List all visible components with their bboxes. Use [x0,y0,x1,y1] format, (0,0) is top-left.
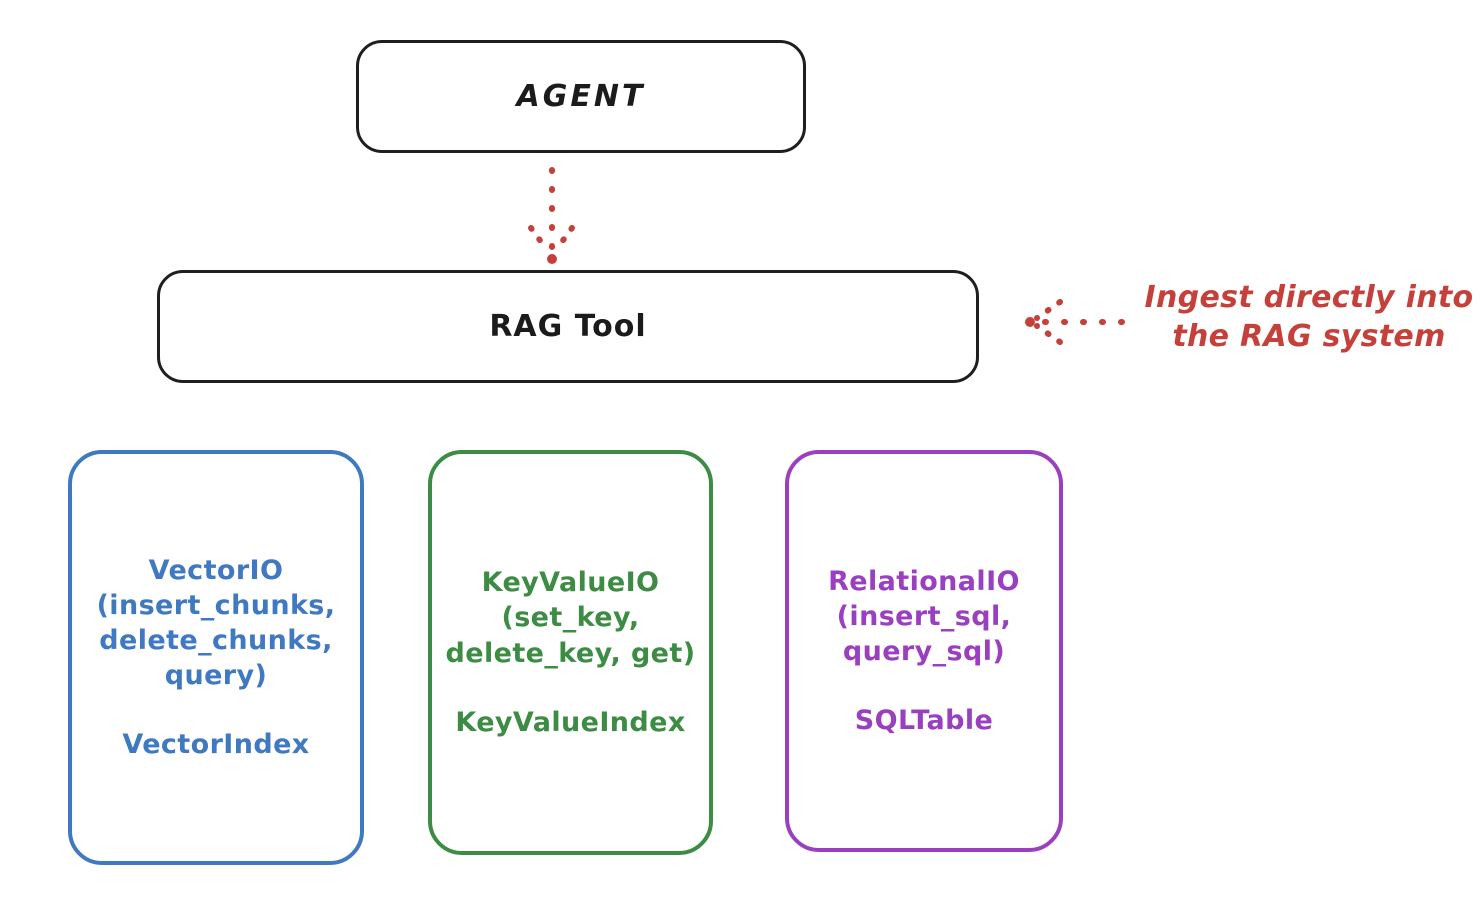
agent-node[interactable]: AGENT [356,40,806,153]
relational-io-node[interactable]: RelationalIO (insert_sql, query_sql) SQL… [785,450,1063,852]
vector-index-label: VectorIndex [122,729,310,761]
key-value-io-node[interactable]: KeyValueIO (set_key, delete_key, get) Ke… [428,450,713,855]
rag-tool-node[interactable]: RAG Tool [157,270,979,383]
vector-io-api-label: VectorIO (insert_chunks, delete_chunks, … [96,554,336,692]
rag-tool-label: RAG Tool [489,309,647,344]
sql-table-label: SQLTable [854,705,994,737]
vector-io-node[interactable]: VectorIO (insert_chunks, delete_chunks, … [68,450,364,865]
ingest-arrow [1025,299,1125,345]
agent-to-ragtool-arrow [528,167,575,264]
relational-io-api-label: RelationalIO (insert_sql, query_sql) [828,565,1020,667]
ingest-annotation-label: Ingest directly into the RAG system [1144,280,1474,354]
key-value-index-label: KeyValueIndex [455,706,686,738]
key-value-io-api-label: KeyValueIO (set_key, delete_key, get) [445,567,696,669]
agent-label: AGENT [516,79,646,114]
